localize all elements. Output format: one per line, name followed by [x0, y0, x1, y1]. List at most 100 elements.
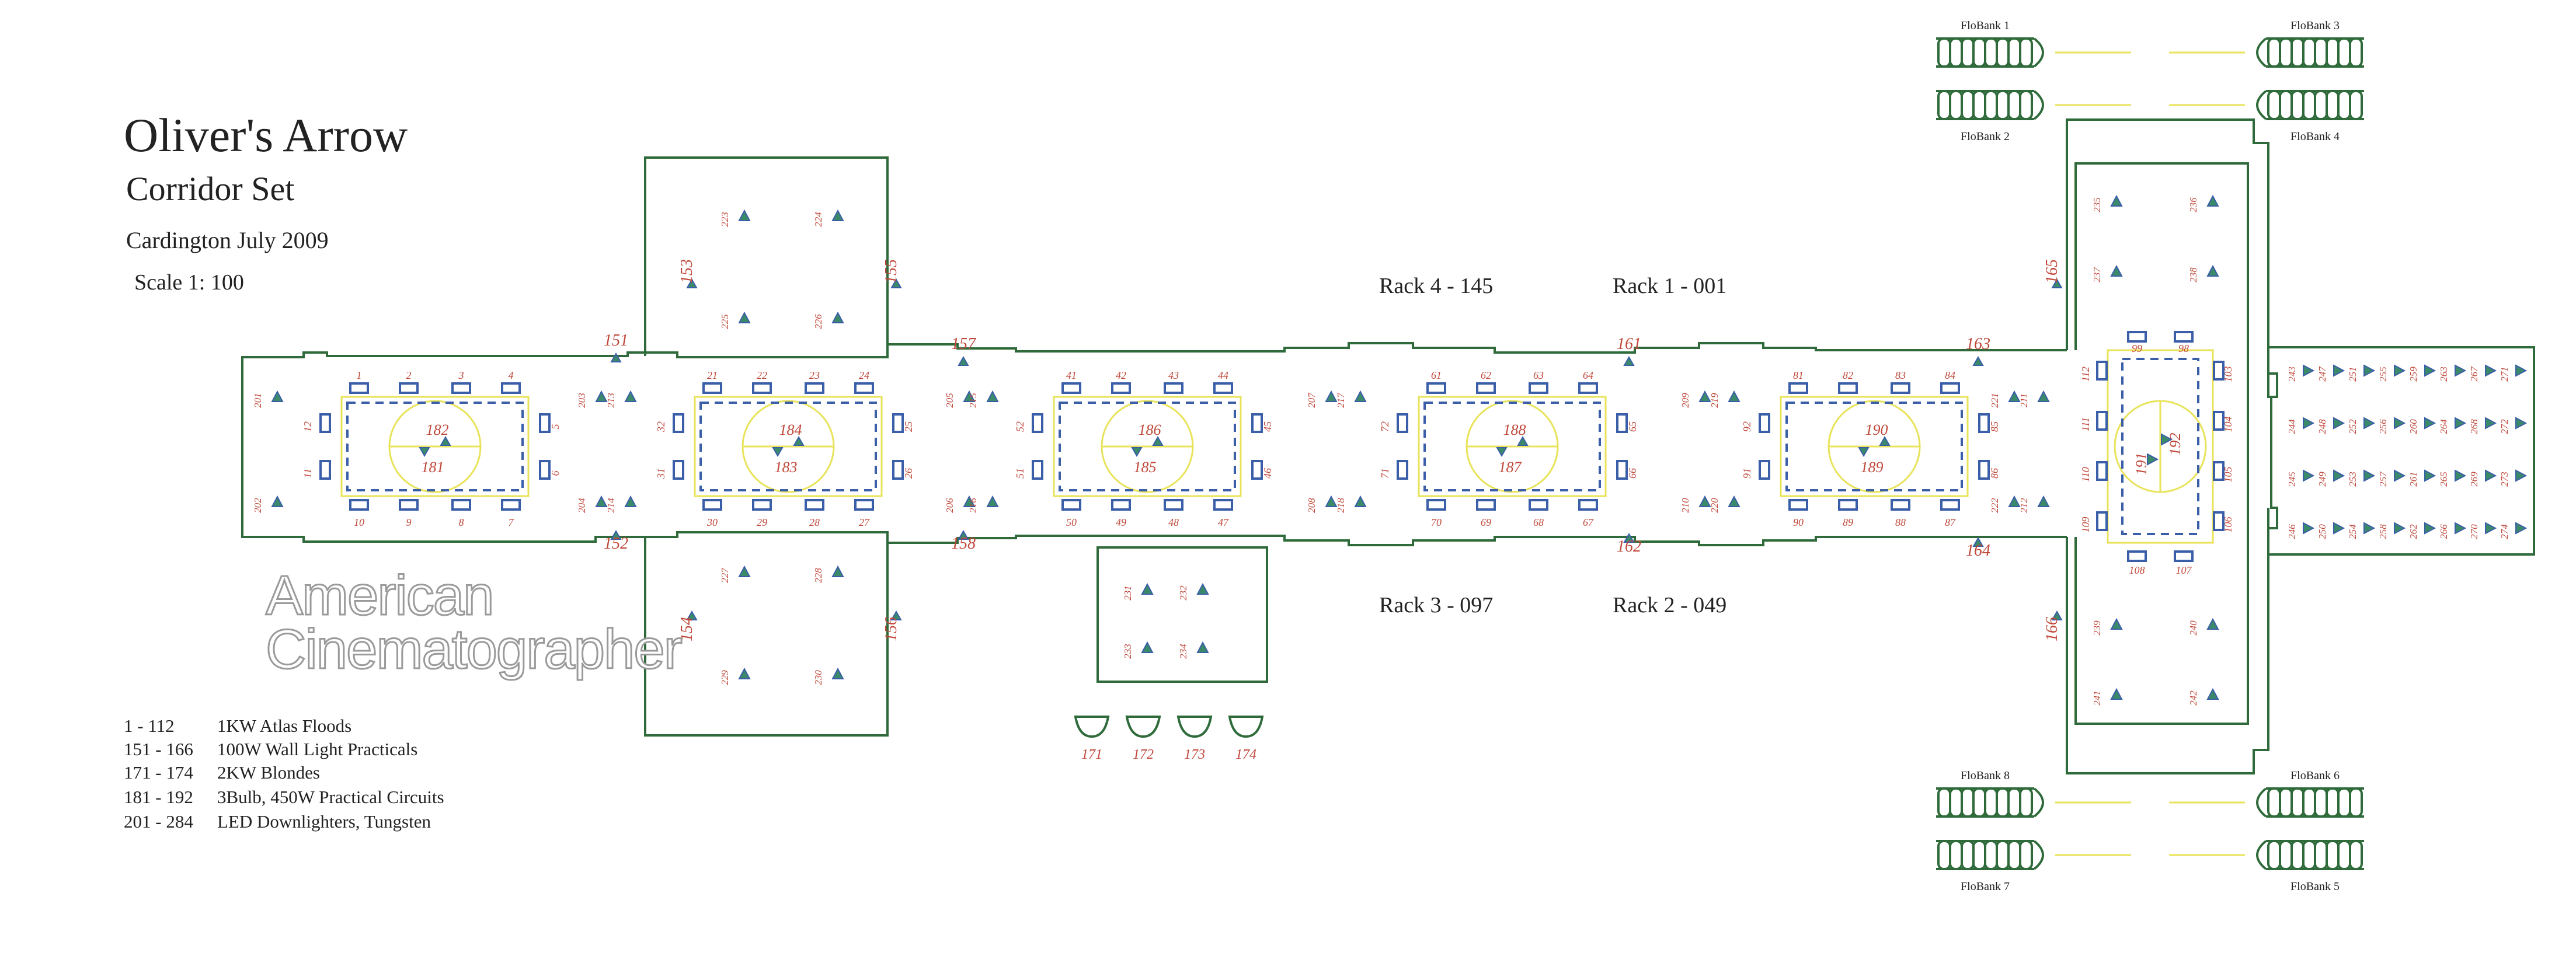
wall-light-icon: [1972, 355, 1984, 366]
downlighter-icon: [1354, 390, 1367, 402]
flood-icon: [2213, 361, 2225, 381]
track-frame: [694, 396, 883, 497]
flobank-tube: [1937, 37, 1951, 68]
downlighter-icon: [2363, 417, 2376, 430]
fixture-label: 264: [2438, 419, 2449, 434]
fixture-label: 188: [1503, 421, 1526, 438]
downlighter-icon: [2394, 417, 2406, 430]
practical-icon: [793, 435, 805, 446]
practical-icon: [1879, 435, 1891, 446]
fixture-label: 226: [813, 314, 824, 329]
flood-icon: [539, 460, 551, 480]
downlighter-icon: [2147, 453, 2159, 466]
flood-icon: [1616, 413, 1628, 433]
fixture-label: 10: [354, 517, 364, 528]
flobank-tube: [2279, 787, 2293, 818]
downlighter-icon: [2455, 417, 2467, 430]
dashed-frame: [2121, 358, 2199, 535]
downlighter-icon: [2333, 417, 2345, 430]
flobank-label: FloBank 8: [1961, 769, 2010, 782]
practical-icon: [1131, 447, 1143, 458]
flood-icon: [854, 499, 874, 511]
end-wing-inner: [2074, 162, 2249, 725]
downlighter-icon: [2206, 617, 2219, 630]
fixture-label: 109: [2080, 517, 2091, 533]
flood-icon: [892, 413, 904, 433]
downlighter-icon: [2206, 264, 2219, 277]
flobank-tube: [1949, 840, 1963, 870]
downlighter-icon: [2363, 522, 2376, 535]
flood-icon: [892, 460, 904, 480]
blonde-lamp-icon: [1125, 716, 1161, 738]
downlighter-icon: [738, 311, 751, 323]
fixture-label: 184: [779, 421, 802, 438]
wall-light-icon: [958, 355, 969, 366]
fixture-label: 166: [2043, 617, 2061, 641]
rack-label: Rack 3 - 097: [1379, 593, 1494, 617]
store-room: [1096, 546, 1268, 683]
fixture-label: 7: [509, 517, 514, 528]
fixture-label: 3: [458, 369, 464, 381]
fixture-label: 89: [1843, 517, 1853, 528]
fixture-label: 105: [2222, 467, 2234, 483]
dashed-frame: [1785, 402, 1963, 491]
fixture-label: 251: [2347, 367, 2358, 382]
flobank-cap: [2033, 787, 2044, 818]
plan-title: Oliver's Arrow: [124, 109, 408, 162]
flobank-tube: [2290, 787, 2305, 818]
downlighter-icon: [963, 495, 976, 507]
flobank-tube: [2302, 787, 2316, 818]
downlighter-icon: [2333, 364, 2345, 377]
fixture-label: 263: [2438, 367, 2449, 382]
fixture-label: 232: [1178, 585, 1189, 601]
plan-subtitle: Corridor Set: [126, 170, 295, 208]
flood-icon: [1759, 413, 1770, 433]
legend-desc: 1KW Atlas Floods: [217, 716, 352, 736]
flobank-icon: [2256, 37, 2364, 68]
fixture-label: 72: [1379, 421, 1391, 432]
downlighter-icon: [2515, 522, 2528, 535]
fixture-label: 216: [967, 498, 979, 513]
downlighter-icon: [738, 565, 751, 577]
flood-icon: [2174, 331, 2194, 343]
flood-icon: [1397, 413, 1408, 433]
fixture-label: 103: [2222, 367, 2234, 382]
flood-icon: [1940, 382, 1960, 394]
rack-label: Rack 1 - 001: [1613, 274, 1727, 298]
fixture-label: 236: [2188, 197, 2199, 212]
flobank-tube: [1984, 90, 1998, 120]
fixture-label: 240: [2188, 620, 2199, 636]
flobank-tube: [2279, 840, 2293, 870]
wall-top: [241, 342, 2067, 362]
end-annex: [2267, 346, 2535, 556]
fixture-label: 267: [2469, 366, 2480, 382]
fixture-label: 28: [809, 517, 820, 528]
flobank-icon: [2256, 840, 2364, 870]
flood-icon: [1213, 382, 1233, 394]
fixture-label: 154: [678, 617, 696, 641]
fixture-label: 81: [1793, 369, 1804, 381]
track-frame: [2107, 349, 2214, 544]
lighting-tracks: [340, 51, 2245, 856]
fixture-label: 202: [252, 498, 263, 513]
flood-icon: [319, 460, 331, 480]
fixture-label: 155: [882, 259, 900, 284]
flobank-cap: [2033, 37, 2044, 68]
fixture-label: 62: [1481, 369, 1491, 381]
downlighter-icon: [1141, 641, 1154, 653]
fixture-label: 259: [2408, 367, 2419, 382]
wall-light-icon: [1972, 536, 1984, 547]
flood-icon: [2096, 511, 2108, 531]
wall-light-icon: [686, 278, 698, 288]
flobank-tube: [2007, 840, 2021, 870]
wing-1-bottom: [644, 532, 889, 737]
flood-icon: [2096, 461, 2108, 481]
flobank-tube: [1949, 787, 1963, 818]
dashed-frame: [699, 402, 877, 491]
fixture-label: 224: [813, 212, 824, 227]
downlighter-icon: [831, 667, 844, 679]
flood-icon: [451, 499, 471, 511]
flood-icon: [1476, 499, 1496, 511]
fixture-label: 189: [1861, 459, 1884, 476]
